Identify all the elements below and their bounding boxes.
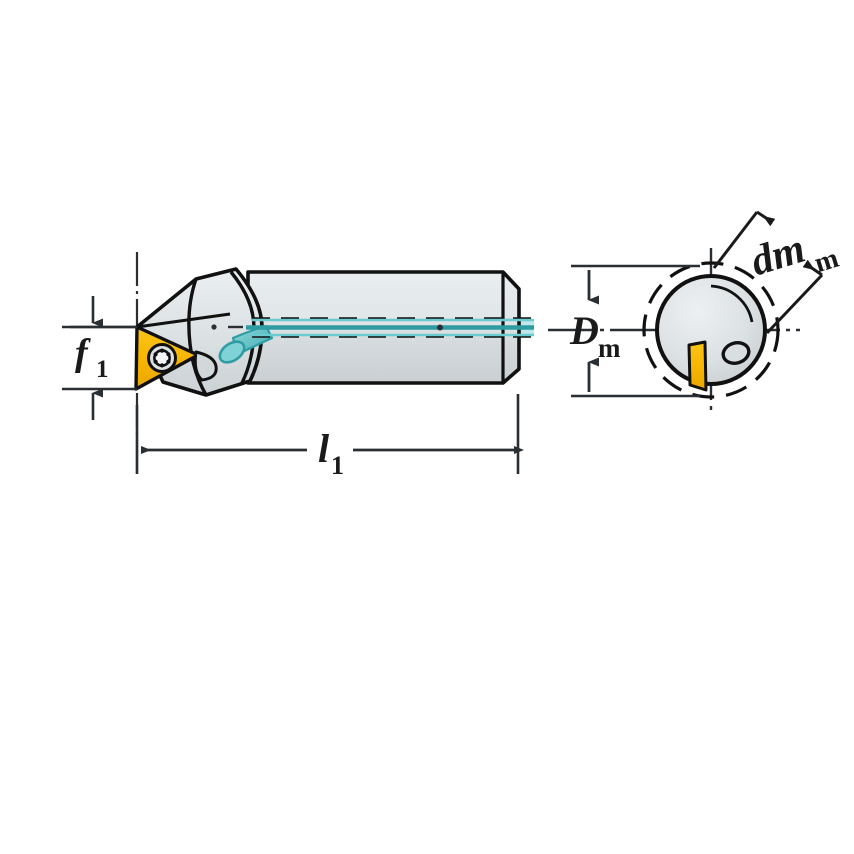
insert-screw-torx-lobes: [153, 348, 171, 368]
shank-inner-arc: [710, 284, 754, 323]
head-seat-boundary: [187, 278, 208, 396]
dimension-label-f1: f: [75, 332, 91, 374]
head-upper-facet-edge: [136, 312, 231, 329]
bore-circle: [642, 261, 780, 399]
insert-end-face: [687, 340, 708, 392]
dimension-l1: l 1: [135, 394, 524, 480]
dimension-label-Dm: D: [569, 308, 599, 353]
dimension-label-dmm: dm: [746, 226, 811, 286]
dimension-f1: f 1: [62, 296, 137, 420]
dimension-Dm: D m: [569, 264, 700, 398]
coolant-nozzle-outlet: [218, 340, 246, 364]
insert-clamp-tab: [193, 350, 218, 382]
dimension-label-dmm-subscript: m: [811, 243, 842, 279]
side-view: f 1 l 1: [62, 252, 534, 480]
coolant-axis-center-dot: [437, 324, 443, 331]
dimension-label-l1-subscript: 1: [331, 451, 344, 480]
dimension-label-l1: l: [318, 426, 330, 471]
dimension-label-f1-subscript: 1: [96, 356, 109, 383]
dmm-leader-lower: [765, 273, 824, 335]
head-center-dot: [211, 324, 217, 330]
coolant-outlet-oval: [721, 341, 751, 365]
end-view: D m dm m: [548, 210, 842, 416]
dmm-arrowhead-upper: [756, 210, 776, 227]
dmm-leader-upper: [712, 211, 759, 269]
dimension-label-Dm-subscript: m: [598, 333, 621, 363]
shank-circle: [655, 274, 767, 386]
dmm-arrowhead-lower: [802, 259, 823, 277]
